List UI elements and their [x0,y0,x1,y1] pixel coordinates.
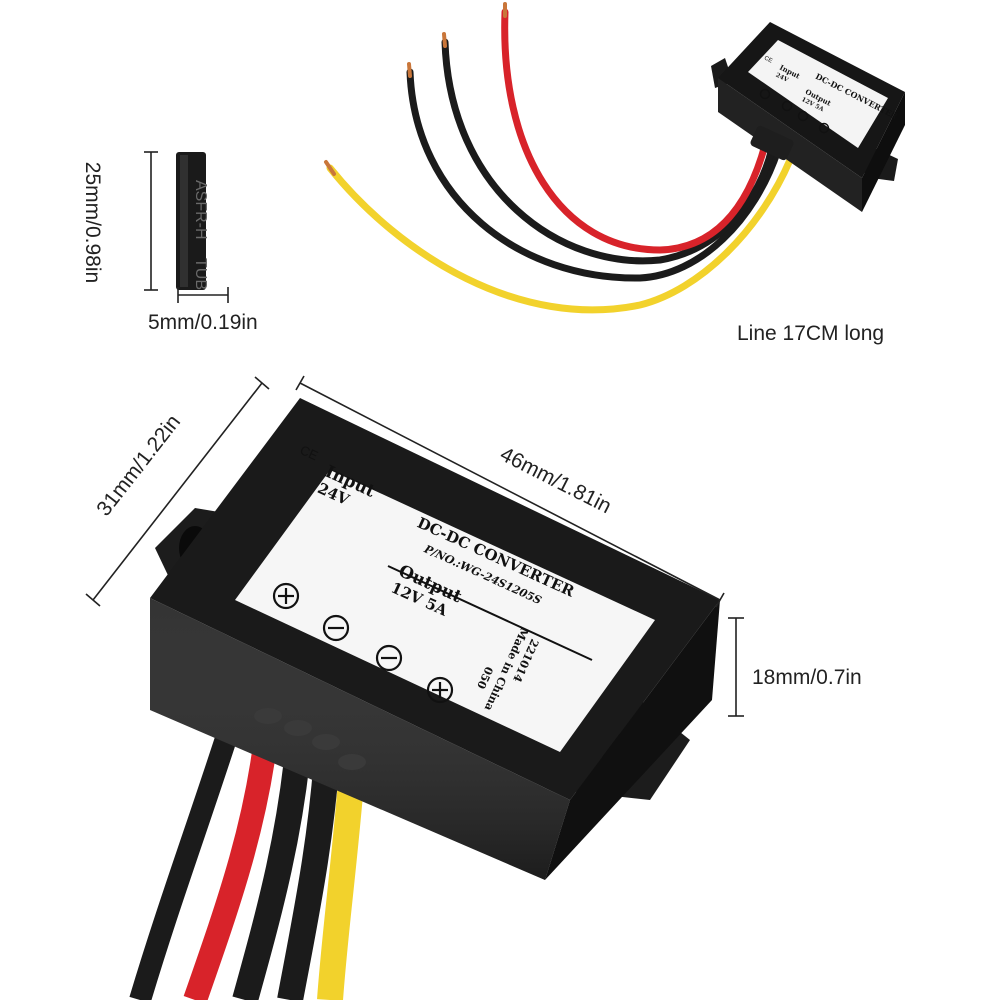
line-length-label: Line 17CM long [737,322,885,345]
small-converter-wires [324,2,794,314]
sleeve-print-2: TUB [192,258,209,290]
label-ce-mark: CE [298,442,321,463]
box-height-dimension [728,617,744,717]
box-height-label: 18mm/0.7in [752,666,862,689]
sleeve-length-dimension [144,151,158,291]
input-plus-terminal-icon [272,582,300,610]
small-plus-terminal-icon [818,122,830,134]
box-length-dimension [295,375,725,608]
sleeve-width-dimension [177,287,229,303]
sleeve-length-label: 25mm/0.98in [81,161,105,284]
output-minus-terminal-icon [375,644,403,672]
sleeve-width-label: 5mm/0.19in [148,311,258,334]
sleeve-print-1: ASFR-H [192,180,209,240]
box-width-dimension [85,376,270,607]
small-label-ce-mark: CE [763,55,773,64]
large-converter-box: DC-DC CONVERTER P/NO.:WG-24S1205S Input … [150,398,720,880]
small-minus-terminal-icon [781,100,793,112]
small-plus-terminal-icon [759,88,771,100]
output-plus-terminal-icon [426,676,454,704]
small-minus-terminal-icon [797,110,809,122]
input-minus-terminal-icon [322,614,350,642]
heat-shrink-sleeve: ASFR-H TUB [176,152,209,290]
small-converter-box: DC-DC CONVERTER Input 24V Output 12V 5A … [711,22,905,212]
